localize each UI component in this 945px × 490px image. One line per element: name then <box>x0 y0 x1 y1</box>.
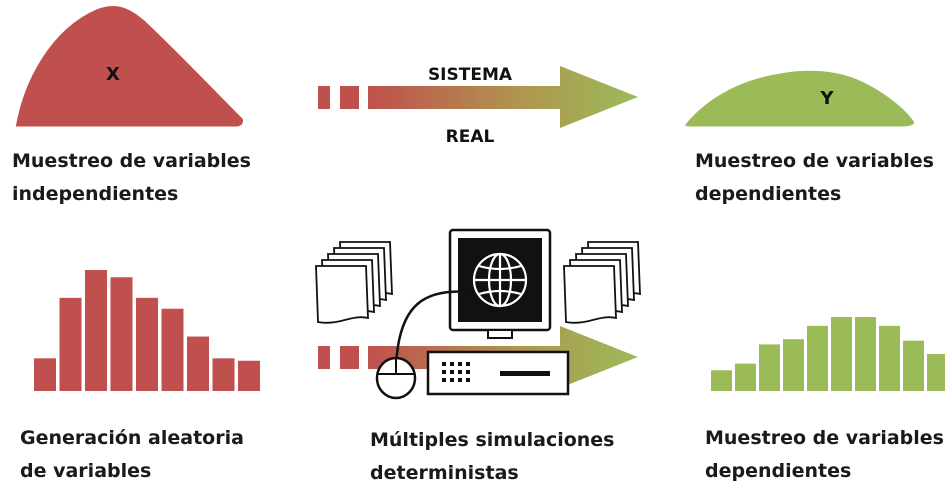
histogram-bar <box>34 358 56 391</box>
caption-line: independientes <box>12 183 179 205</box>
histogram-bar <box>735 363 756 391</box>
random-generation-caption: Generación aleatoria de variables <box>20 422 244 488</box>
histogram-bar <box>711 370 732 391</box>
caption-line: deterministas <box>370 462 519 484</box>
caption-line: dependientes <box>695 183 842 205</box>
histogram-bar <box>879 325 900 391</box>
caption-line: de variables <box>20 460 152 482</box>
independent-sampling-caption: Muestreo de variables independientes <box>12 145 251 211</box>
histogram-bar <box>783 339 804 391</box>
histogram-bar <box>831 317 852 391</box>
caption-line: Muestreo de variables <box>12 150 251 172</box>
histogram-bar <box>238 360 260 391</box>
histogram-bar <box>110 277 133 391</box>
computer-icon <box>375 228 570 400</box>
x-label: X <box>106 64 120 85</box>
histogram-bar <box>212 358 235 391</box>
dependent-sampling-histogram <box>711 317 945 391</box>
paper-stack-icon <box>315 241 393 324</box>
keyboard-icon <box>426 350 570 396</box>
dependent-sampling-caption-top: Muestreo de variables dependientes <box>695 145 934 211</box>
y-label: Y <box>819 88 834 109</box>
caption-line: Múltiples simulaciones <box>370 429 615 451</box>
arrow-label-real: REAL <box>446 127 495 147</box>
globe-icon <box>472 252 528 308</box>
arrow-label-sistema: SISTEMA <box>428 65 513 85</box>
histogram-bar <box>85 270 107 391</box>
histogram-bar <box>187 336 209 391</box>
caption-line: Muestreo de variables <box>695 150 934 172</box>
caption-line: dependientes <box>705 460 852 482</box>
caption-line: Muestreo de variables <box>705 427 944 449</box>
paper-stack-icon <box>563 241 641 324</box>
histogram-bar <box>59 297 82 391</box>
histogram-bar <box>759 344 780 391</box>
dependent-sampling-caption-bottom: Muestreo de variables dependientes <box>705 422 944 488</box>
real-system-arrow: SISTEMA REAL <box>318 65 638 147</box>
histogram-bar <box>927 354 945 391</box>
dependent-variables-blob: Y <box>682 67 918 130</box>
histogram-bar <box>855 317 876 391</box>
random-generation-histogram <box>34 270 260 391</box>
independent-variables-blob: X <box>12 3 246 130</box>
mouse-icon <box>375 356 417 400</box>
multiple-simulations-caption: Múltiples simulaciones deterministas <box>370 424 615 490</box>
histogram-bar <box>903 340 924 391</box>
histogram-bar <box>807 325 828 391</box>
histogram-bar <box>161 308 184 391</box>
caption-line: Generación aleatoria <box>20 427 244 449</box>
histogram-bar <box>136 297 158 391</box>
